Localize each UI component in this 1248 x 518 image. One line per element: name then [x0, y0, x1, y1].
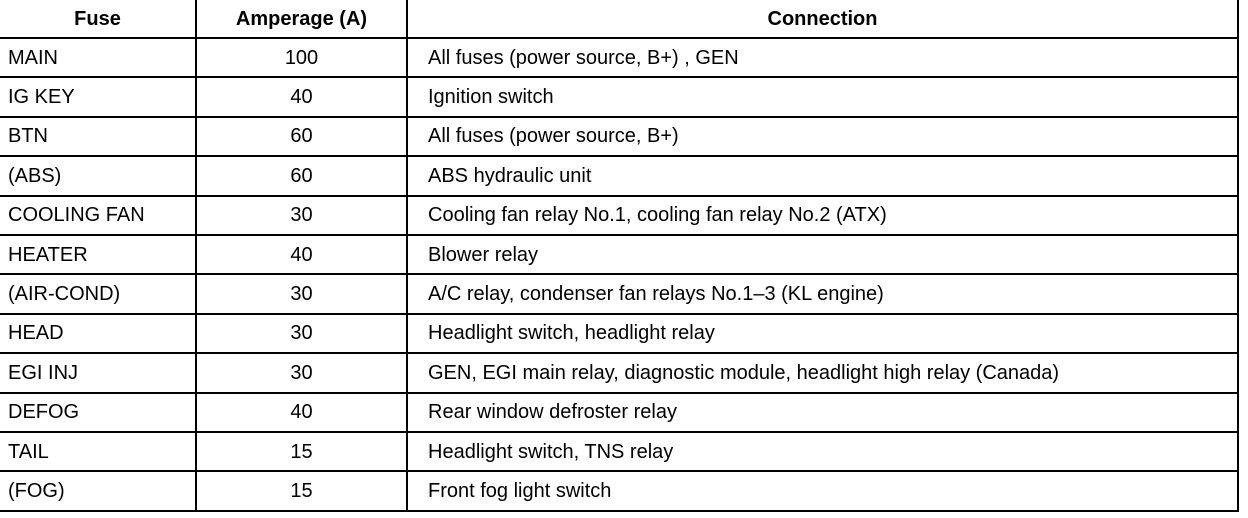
- fuse-cell: (FOG): [0, 470, 197, 512]
- header-fuse: Fuse: [0, 0, 197, 39]
- table-row: HEATER 40 Blower relay: [0, 233, 1239, 276]
- table-row: EGI INJ 30 GEN, EGI main relay, diagnost…: [0, 352, 1239, 394]
- fuse-cell: DEFOG: [0, 391, 197, 433]
- table-row: IG KEY 40 Ignition switch: [0, 76, 1239, 118]
- table-row: (FOG) 15 Front fog light switch: [0, 470, 1239, 512]
- table-row: (ABS) 60 ABS hydraulic unit: [0, 155, 1239, 197]
- table-row: BTN 60 All fuses (power source, B+): [0, 115, 1239, 158]
- connection-cell: Rear window defroster relay: [406, 391, 1239, 433]
- fuse-cell: MAIN: [0, 36, 197, 79]
- connection-cell: Ignition switch: [406, 76, 1239, 118]
- connection-cell: All fuses (power source, B+): [406, 115, 1239, 158]
- amperage-cell: 60: [195, 115, 408, 158]
- connection-cell: A/C relay, condenser fan relays No.1–3 (…: [406, 273, 1239, 315]
- header-row: Fuse Amperage (A) Connection: [0, 0, 1239, 39]
- connection-cell: ABS hydraulic unit: [406, 155, 1239, 197]
- table-body: MAIN 100 All fuses (power source, B+) , …: [0, 36, 1239, 512]
- table-row: MAIN 100 All fuses (power source, B+) , …: [0, 36, 1239, 79]
- connection-cell: All fuses (power source, B+) , GEN: [406, 36, 1239, 79]
- fuse-cell: IG KEY: [0, 76, 197, 118]
- amperage-cell: 15: [195, 430, 408, 473]
- table-header: Fuse Amperage (A) Connection: [0, 0, 1239, 39]
- connection-cell: Headlight switch, headlight relay: [406, 312, 1239, 355]
- fuse-cell: (ABS): [0, 155, 197, 197]
- amperage-cell: 30: [195, 352, 408, 394]
- amperage-cell: 30: [195, 312, 408, 355]
- amperage-cell: 40: [195, 391, 408, 433]
- fuse-cell: BTN: [0, 115, 197, 158]
- table-row: COOLING FAN 30 Cooling fan relay No.1, c…: [0, 194, 1239, 236]
- fuse-cell: HEAD: [0, 312, 197, 355]
- header-amperage: Amperage (A): [195, 0, 408, 39]
- connection-cell: GEN, EGI main relay, diagnostic module, …: [406, 352, 1239, 394]
- amperage-cell: 100: [195, 36, 408, 79]
- amperage-cell: 30: [195, 194, 408, 236]
- fuse-cell: COOLING FAN: [0, 194, 197, 236]
- table-row: DEFOG 40 Rear window defroster relay: [0, 391, 1239, 433]
- fuse-cell: TAIL: [0, 430, 197, 473]
- connection-cell: Headlight switch, TNS relay: [406, 430, 1239, 473]
- amperage-cell: 60: [195, 155, 408, 197]
- fuse-cell: EGI INJ: [0, 352, 197, 394]
- fuse-cell: (AIR-COND): [0, 273, 197, 315]
- table-row: TAIL 15 Headlight switch, TNS relay: [0, 430, 1239, 473]
- amperage-cell: 40: [195, 233, 408, 276]
- amperage-cell: 30: [195, 273, 408, 315]
- connection-cell: Front fog light switch: [406, 470, 1239, 512]
- connection-cell: Blower relay: [406, 233, 1239, 276]
- amperage-cell: 40: [195, 76, 408, 118]
- amperage-cell: 15: [195, 470, 408, 512]
- header-connection: Connection: [406, 0, 1239, 39]
- table-row: HEAD 30 Headlight switch, headlight rela…: [0, 312, 1239, 355]
- connection-cell: Cooling fan relay No.1, cooling fan rela…: [406, 194, 1239, 236]
- fuse-cell: HEATER: [0, 233, 197, 276]
- table-row: (AIR-COND) 30 A/C relay, condenser fan r…: [0, 273, 1239, 315]
